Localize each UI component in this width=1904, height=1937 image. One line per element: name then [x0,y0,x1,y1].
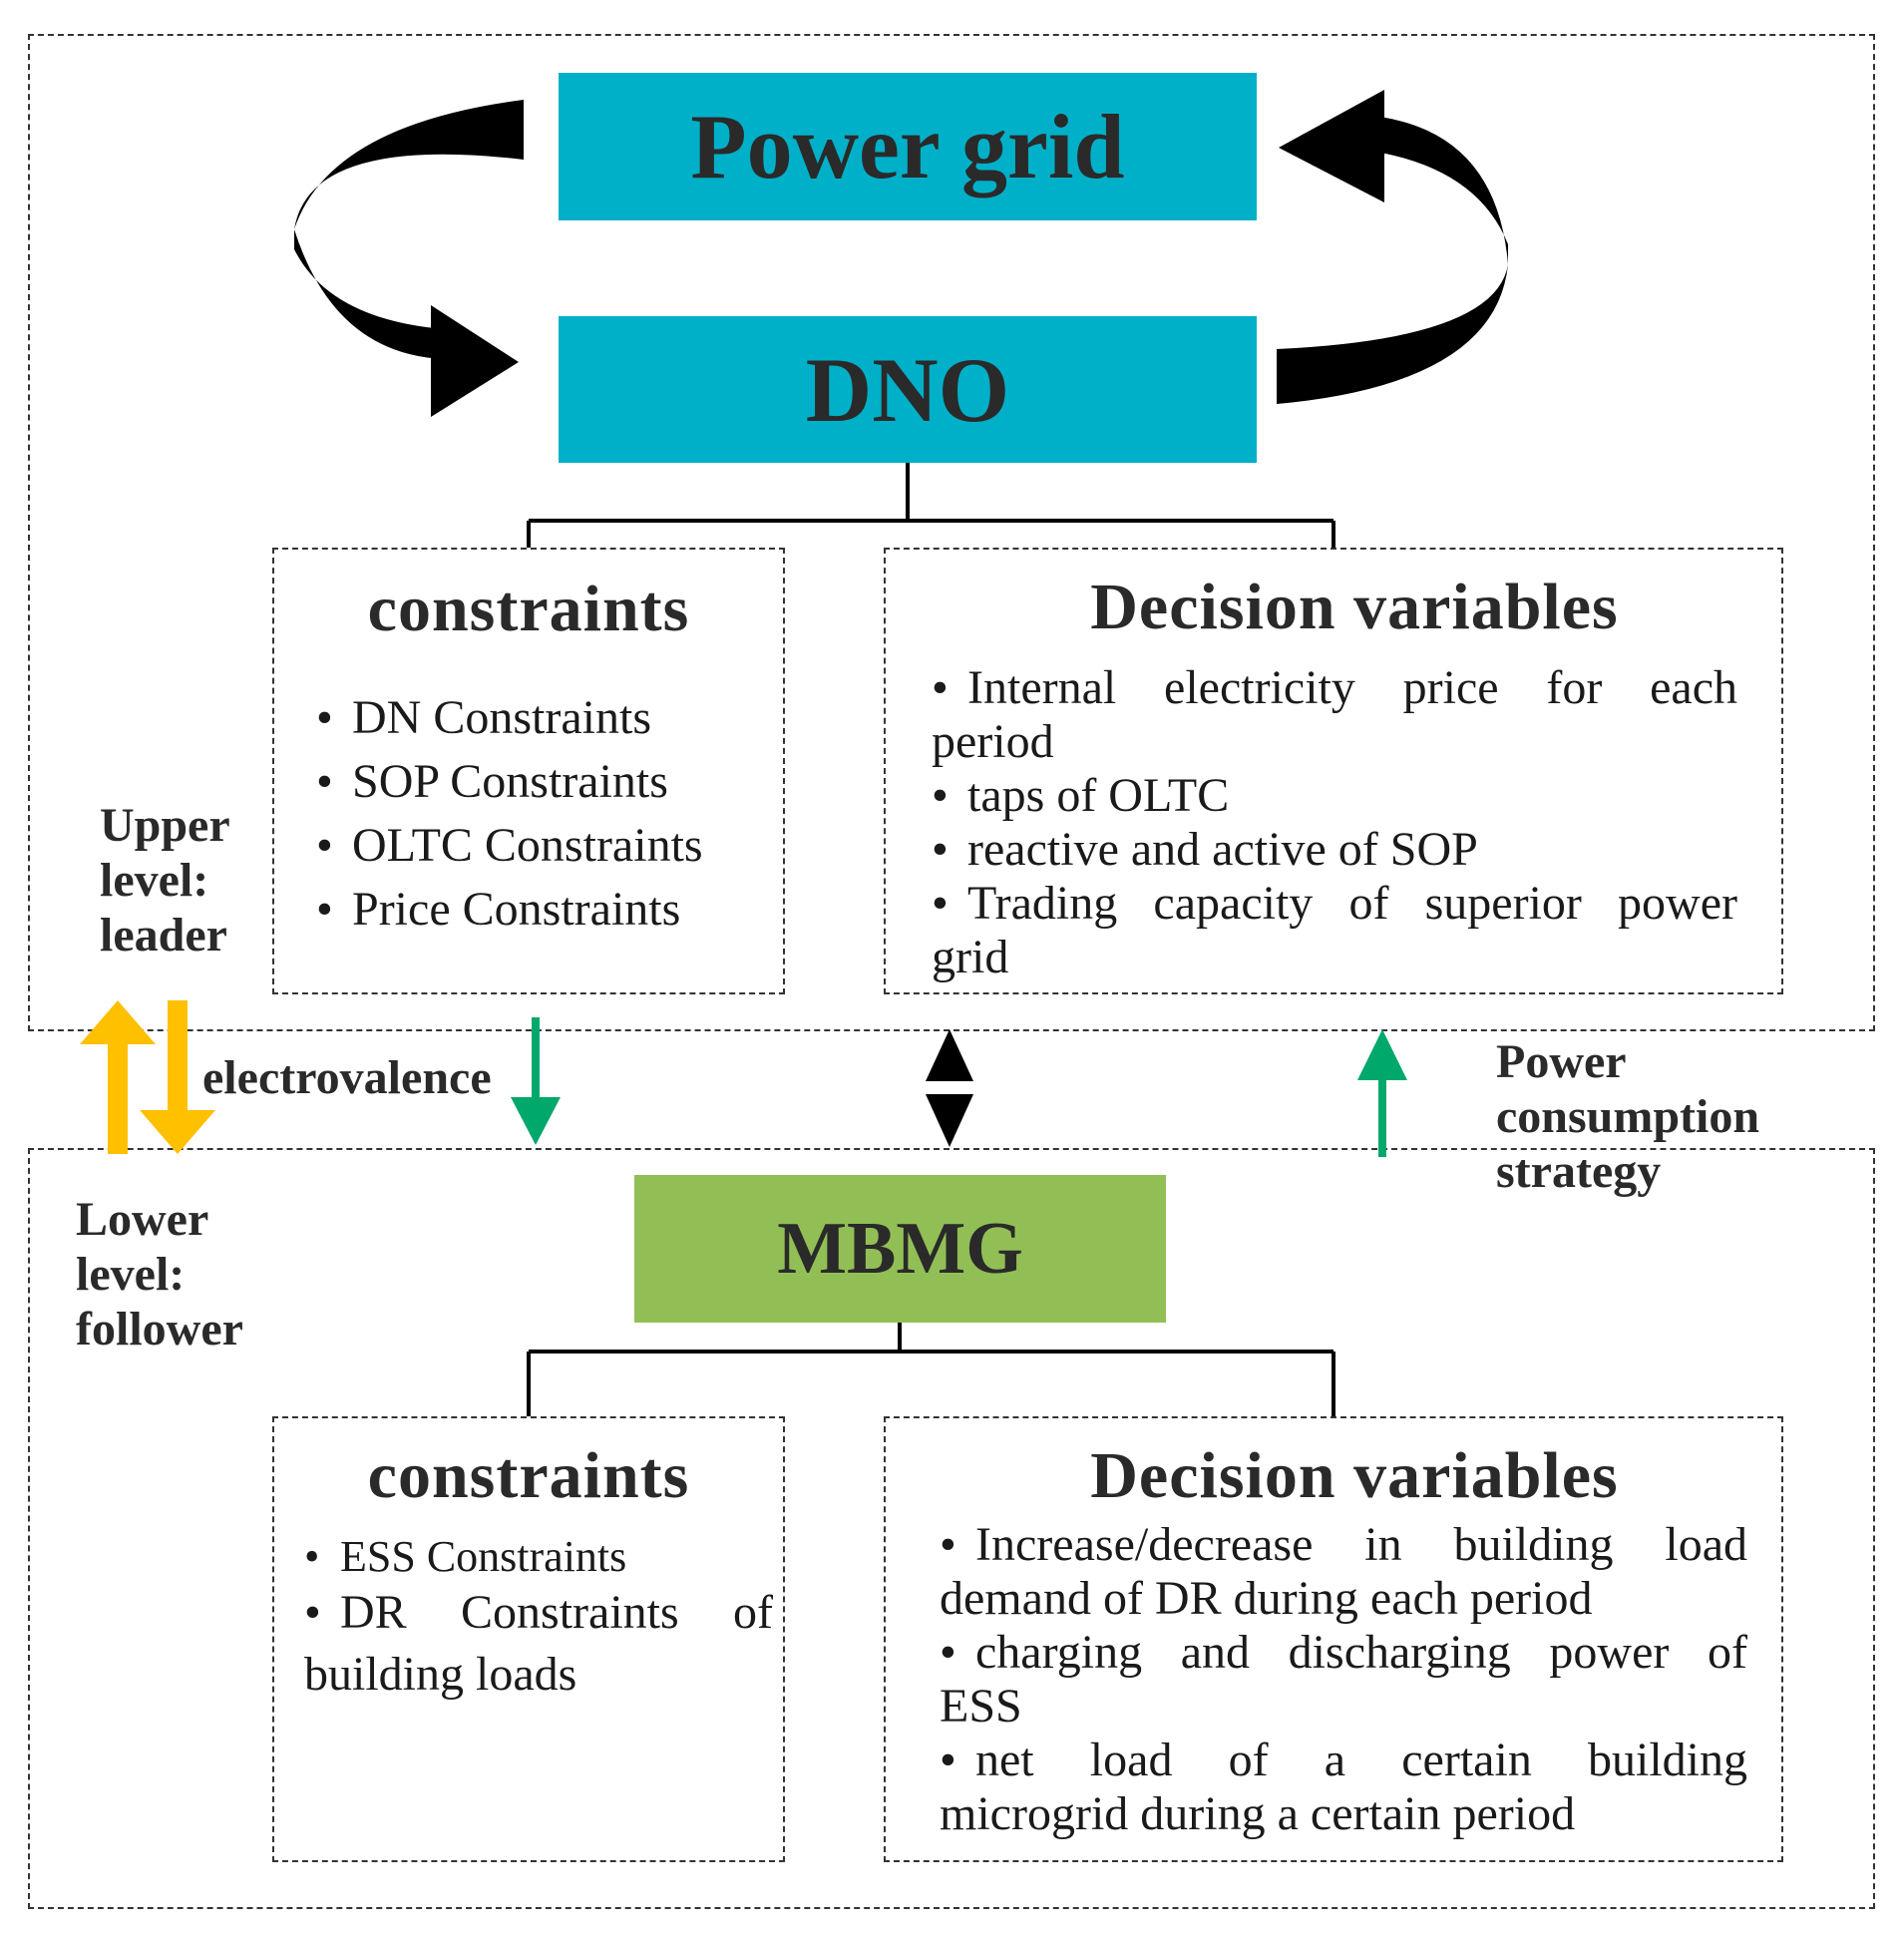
lower-decisions-list: •Increase/decrease in building load dema… [940,1518,1747,1841]
bidirectional-arrow-icon [926,1029,973,1147]
power-grid-box: Power grid [559,73,1257,220]
dno-tree-connector [527,463,1335,548]
list-item: •OLTC Constraints [316,819,703,872]
list-item: •SOP Constraints [316,755,668,808]
list-item: •Price Constraints [316,883,681,936]
mbmg-tree-connector [527,1323,1335,1416]
dno-label: DNO [805,338,1010,441]
electrovalence-exchange-icon [80,1000,215,1154]
list-item-continued: demand of DR during each period [940,1572,1593,1625]
lower-constraints-title: constraints [367,1439,690,1512]
list-item-continued: grid [932,931,1009,983]
list-item-continued: building loads [304,1648,577,1701]
list-item: •reactive and active of SOP [932,823,1478,876]
lower-level-region [28,1148,1875,1909]
list-item: •ESS Constraints [304,1532,627,1581]
list-item: •taps of OLTC [932,769,1230,822]
lower-decisions-title: Decision variables [1090,1439,1619,1512]
list-item: •net load of a certain building [940,1734,1747,1786]
lower-constraints-list: •ESS Constraints •DR Constraints of buil… [304,1530,773,1702]
lower-constraints-box: constraints •ESS Constraints •DR Constra… [272,1416,785,1862]
power-consumption-strategy-label: Power consumption strategy [1496,1035,1760,1198]
mbmg-box: MBMG [634,1175,1166,1323]
strategy-up-arrow-icon [1357,1029,1407,1157]
upper-decisions-list: •Internal electricity price for each per… [932,661,1737,984]
list-item: •Internal electricity price for each [932,661,1737,714]
list-item: •Trading capacity of superior power [932,877,1737,930]
upper-constraints-list: •DN Constraints •SOP Constraints •OLTC C… [316,691,775,937]
list-item-continued: period [932,715,1054,768]
upper-level-region [28,34,1875,1031]
upper-level-label: Upper level: leader [100,799,230,962]
list-item-continued: ESS [940,1680,1022,1733]
power-grid-label: Power grid [690,96,1125,197]
electrovalence-label: electrovalence [202,1051,492,1104]
list-item: •DN Constraints [316,691,651,744]
upper-constraints-title: constraints [367,573,690,645]
curved-arrow-right-icon [1277,90,1508,404]
upper-decisions-title: Decision variables [1090,571,1619,643]
list-item: •Increase/decrease in building load [940,1518,1747,1571]
list-item: •DR Constraints of [304,1586,773,1639]
upper-constraints-box: constraints •DN Constraints •SOP Constra… [272,548,785,994]
mbmg-label: MBMG [777,1207,1023,1290]
list-item-continued: microgrid during a certain period [940,1787,1576,1840]
electrovalence-down-arrow-icon [511,1017,561,1145]
curved-arrow-left-icon [294,100,524,417]
dno-box: DNO [559,316,1257,463]
list-item: •charging and discharging power of [940,1626,1747,1679]
lower-decisions-box: Decision variables •Increase/decrease in… [884,1416,1783,1862]
lower-level-label: Lower level: follower [76,1193,243,1356]
upper-decisions-box: Decision variables •Internal electricity… [884,548,1783,994]
